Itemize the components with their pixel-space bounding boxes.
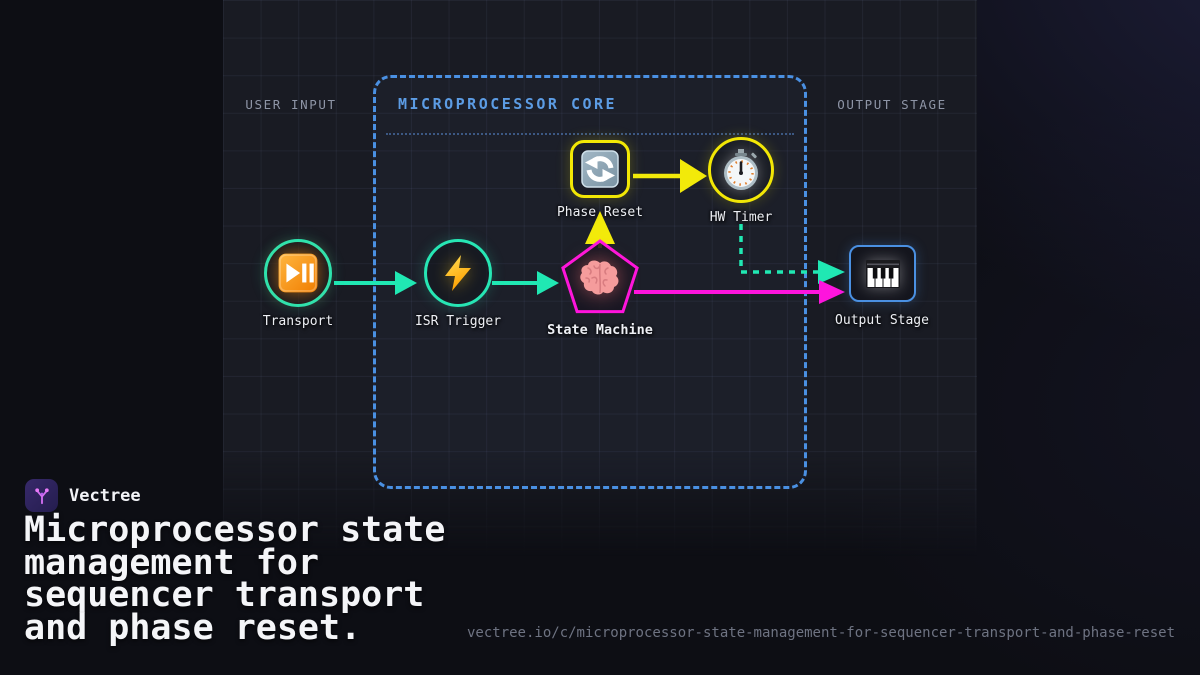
- play-pause-icon: [278, 253, 318, 293]
- label-phase-reset: Phase Reset: [556, 205, 644, 220]
- container-title: MICROPROCESSOR CORE: [398, 95, 618, 113]
- title-line-3: sequencer transport: [24, 575, 425, 615]
- branch-tree-icon: [34, 487, 49, 504]
- footer-url: vectree.io/c/microprocessor-state-manage…: [466, 625, 1175, 641]
- state-machine-icon-wrap: [578, 256, 622, 300]
- stopwatch-icon: [724, 149, 758, 190]
- label-hw-timer: HW Timer: [709, 210, 773, 225]
- piano-icon: [865, 259, 900, 288]
- brand-logo: [25, 479, 58, 512]
- label-output-stage: Output Stage: [835, 313, 929, 328]
- label-isr-trigger: ISR Trigger: [414, 314, 502, 329]
- title-line-4: and phase reset.: [24, 607, 362, 648]
- node-output-stage: [849, 245, 916, 302]
- brain-icon: [580, 260, 619, 295]
- label-transport: Transport: [262, 314, 334, 329]
- brand: Vectree: [25, 479, 141, 512]
- title-line-2: management for: [24, 542, 320, 583]
- zone-label-output-stage: OUTPUT STAGE: [837, 97, 947, 112]
- counterclockwise-arrows-icon: [581, 150, 619, 188]
- page-title: Microprocessor state management for sequ…: [24, 510, 446, 648]
- container-header-divider: [386, 133, 794, 135]
- title-line-1: Microprocessor state: [24, 510, 446, 550]
- node-phase-reset: [570, 140, 630, 198]
- zone-label-user-input: USER INPUT: [245, 97, 337, 112]
- node-isr-trigger: [424, 239, 492, 307]
- node-transport: [264, 239, 332, 307]
- label-state-machine: State Machine: [547, 322, 653, 338]
- brand-name: Vectree: [69, 485, 141, 506]
- lightning-icon: [445, 255, 471, 291]
- node-hw-timer: [708, 137, 774, 203]
